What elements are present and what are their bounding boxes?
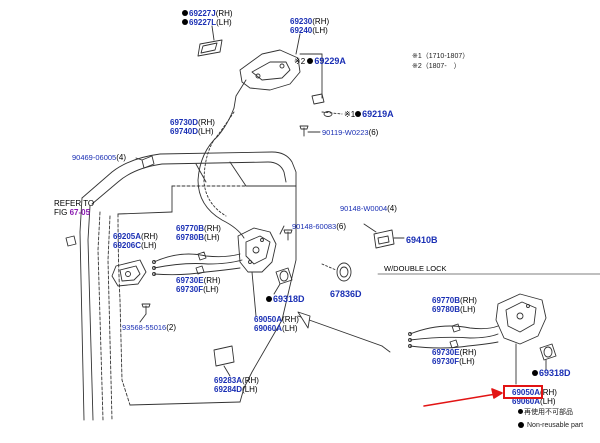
refer-line-1: REFER TO <box>54 199 95 208</box>
clip-90469 <box>135 155 155 169</box>
inset-title: W/DOUBLE LOCK <box>384 264 447 273</box>
highlight-arrow <box>423 388 503 407</box>
label-90148-60083: 90148-60083(6) <box>292 222 346 231</box>
cable-69730d <box>197 107 245 239</box>
note-2: ※2（1807- ） <box>412 63 461 70</box>
label-93568: 93568-55016(2) <box>122 323 176 332</box>
label-69227j: 69227J(RH) <box>182 9 233 18</box>
door-frame-outline <box>79 151 297 421</box>
screw-93568 <box>139 303 151 323</box>
clip-refer <box>65 235 77 247</box>
legend-jp: 再使用不可部品 <box>518 408 573 417</box>
label-69740d: 69740D(LH) <box>170 127 214 136</box>
label-69050a: 69050A(RH) <box>254 315 299 324</box>
label-67836d: 67836D <box>330 289 362 299</box>
label-69770b: 69770B(RH) <box>176 224 221 233</box>
inset-label-69318d: 69318D <box>532 369 571 378</box>
screws-90148-60083 <box>279 225 293 241</box>
outside-handle <box>111 259 147 287</box>
label-69730e: 69730E(RH) <box>176 276 221 285</box>
cable-pair-main <box>152 251 243 276</box>
inset-label-69060a: 69060A(LH) <box>512 397 556 406</box>
label-69318d: 69318D <box>266 295 305 304</box>
inset-pointer-arrow <box>297 311 391 353</box>
label-90469: 90469-06005(4) <box>72 153 126 162</box>
inset-label-69730e: 69730E(RH) <box>432 348 477 357</box>
legend-en: Non-reusable part <box>527 422 584 429</box>
label-69284d: 69284D(LH) <box>214 385 258 394</box>
pad-69283a <box>213 345 235 367</box>
label-90119: 90119-W0223(6) <box>322 128 379 137</box>
label-69240: 69240(LH) <box>290 26 328 35</box>
inset-label-69050a: 69050A(RH) <box>512 388 557 397</box>
label-69060a: 69060A(LH) <box>254 324 298 333</box>
striker-69410b <box>363 223 405 249</box>
inside-handle-bezel <box>197 39 223 57</box>
highlight-box-69050a <box>503 385 543 399</box>
refer-line-2[interactable]: FIG 67-05 <box>54 208 91 217</box>
inset-cable-pair <box>408 323 499 349</box>
label-69229a: ※2 69229A <box>294 56 346 67</box>
label-69227l: 69227L(LH) <box>182 18 232 27</box>
label-69205a: 69205A(RH) <box>113 232 158 241</box>
inset-label-69730f: 69730F(LH) <box>432 357 475 366</box>
inset-cover <box>539 343 557 371</box>
inset-label-69770b: 69770B(RH) <box>432 296 477 305</box>
label-69283a: 69283A(RH) <box>214 376 259 385</box>
label-69410b: 69410B <box>406 235 438 245</box>
label-69206c: 69206C(LH) <box>113 241 157 250</box>
cover-69318d <box>273 267 293 295</box>
label-69230: 69230(RH) <box>290 17 330 26</box>
label-69730d: 69730D(RH) <box>170 118 215 127</box>
inset-lock-assembly <box>495 293 547 385</box>
door-lock-assembly <box>237 227 277 317</box>
grommet-67836d <box>321 262 352 282</box>
inside-handle <box>233 49 301 109</box>
label-69730f: 69730F(LH) <box>176 285 219 294</box>
cap-69219a <box>311 93 325 105</box>
label-90148-w0004: 90148-W0004(4) <box>340 204 397 213</box>
label-69780b: 69780B(LH) <box>176 233 220 242</box>
screw-90119 <box>299 125 309 137</box>
note-1: ※1（1710-1807） <box>412 53 470 60</box>
inset-label-69780b: 69780B(LH) <box>432 305 476 314</box>
